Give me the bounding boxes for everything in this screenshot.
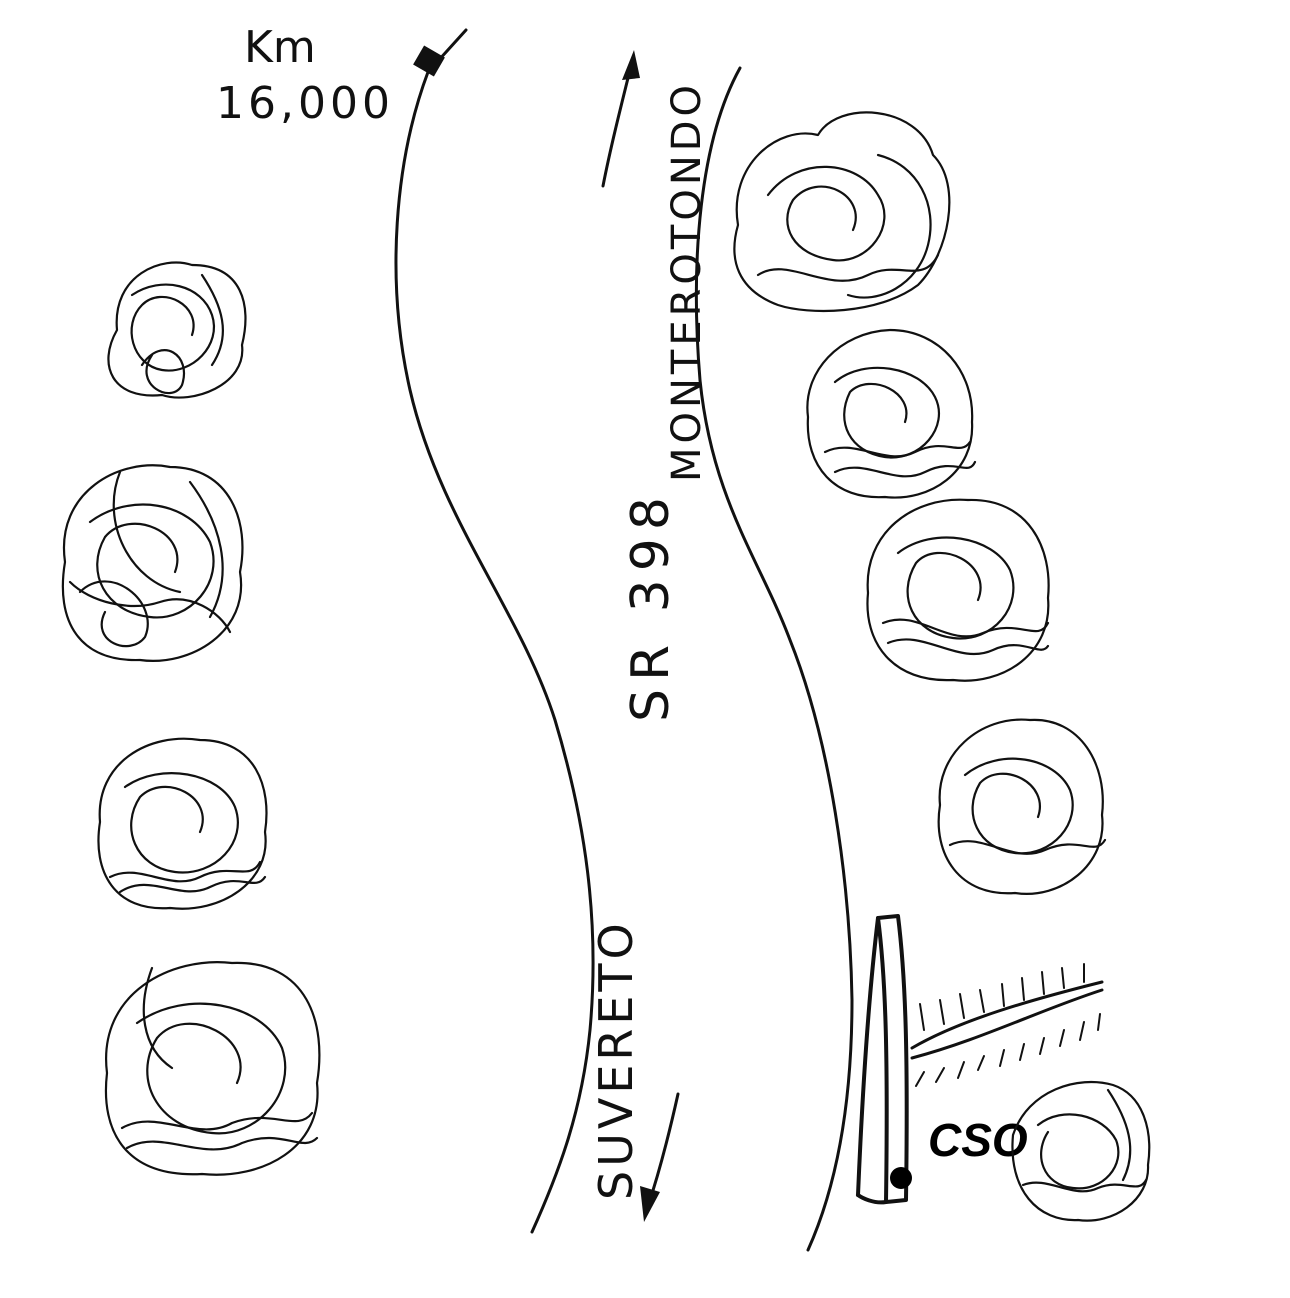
road-code-label: SR 398 — [621, 489, 681, 722]
guardrail-bottom — [856, 1193, 888, 1205]
embankment-icon — [910, 963, 1104, 1087]
point-marker-icon — [890, 1167, 912, 1189]
point-label: CSO — [928, 1114, 1028, 1166]
arrow-up-icon — [601, 60, 634, 188]
direction-south-label: SUVERETO — [589, 919, 643, 1200]
tree-icon — [733, 111, 951, 313]
km-unit-label: Km — [244, 22, 316, 73]
road-left-edge — [394, 70, 595, 1234]
arrow-down-icon — [646, 1092, 680, 1208]
tree-icon — [1011, 1081, 1151, 1222]
tree-icon — [806, 328, 977, 499]
tree-icon — [937, 718, 1107, 895]
tree-icon — [107, 261, 247, 399]
arrow-up-head — [622, 50, 640, 80]
tree-icon — [104, 961, 321, 1176]
tree-icon — [61, 464, 244, 662]
tree-icon — [97, 737, 268, 910]
direction-north-label: MONTEROTONDO — [664, 81, 710, 482]
km-value-label: 16,000 — [216, 78, 394, 129]
road-right-edge — [694, 66, 854, 1252]
guardrail-icon — [876, 914, 909, 1204]
tree-icon — [866, 498, 1050, 682]
guardrail-outer — [856, 916, 880, 1197]
arrow-down-head — [640, 1186, 660, 1222]
km-marker-icon — [413, 45, 445, 77]
